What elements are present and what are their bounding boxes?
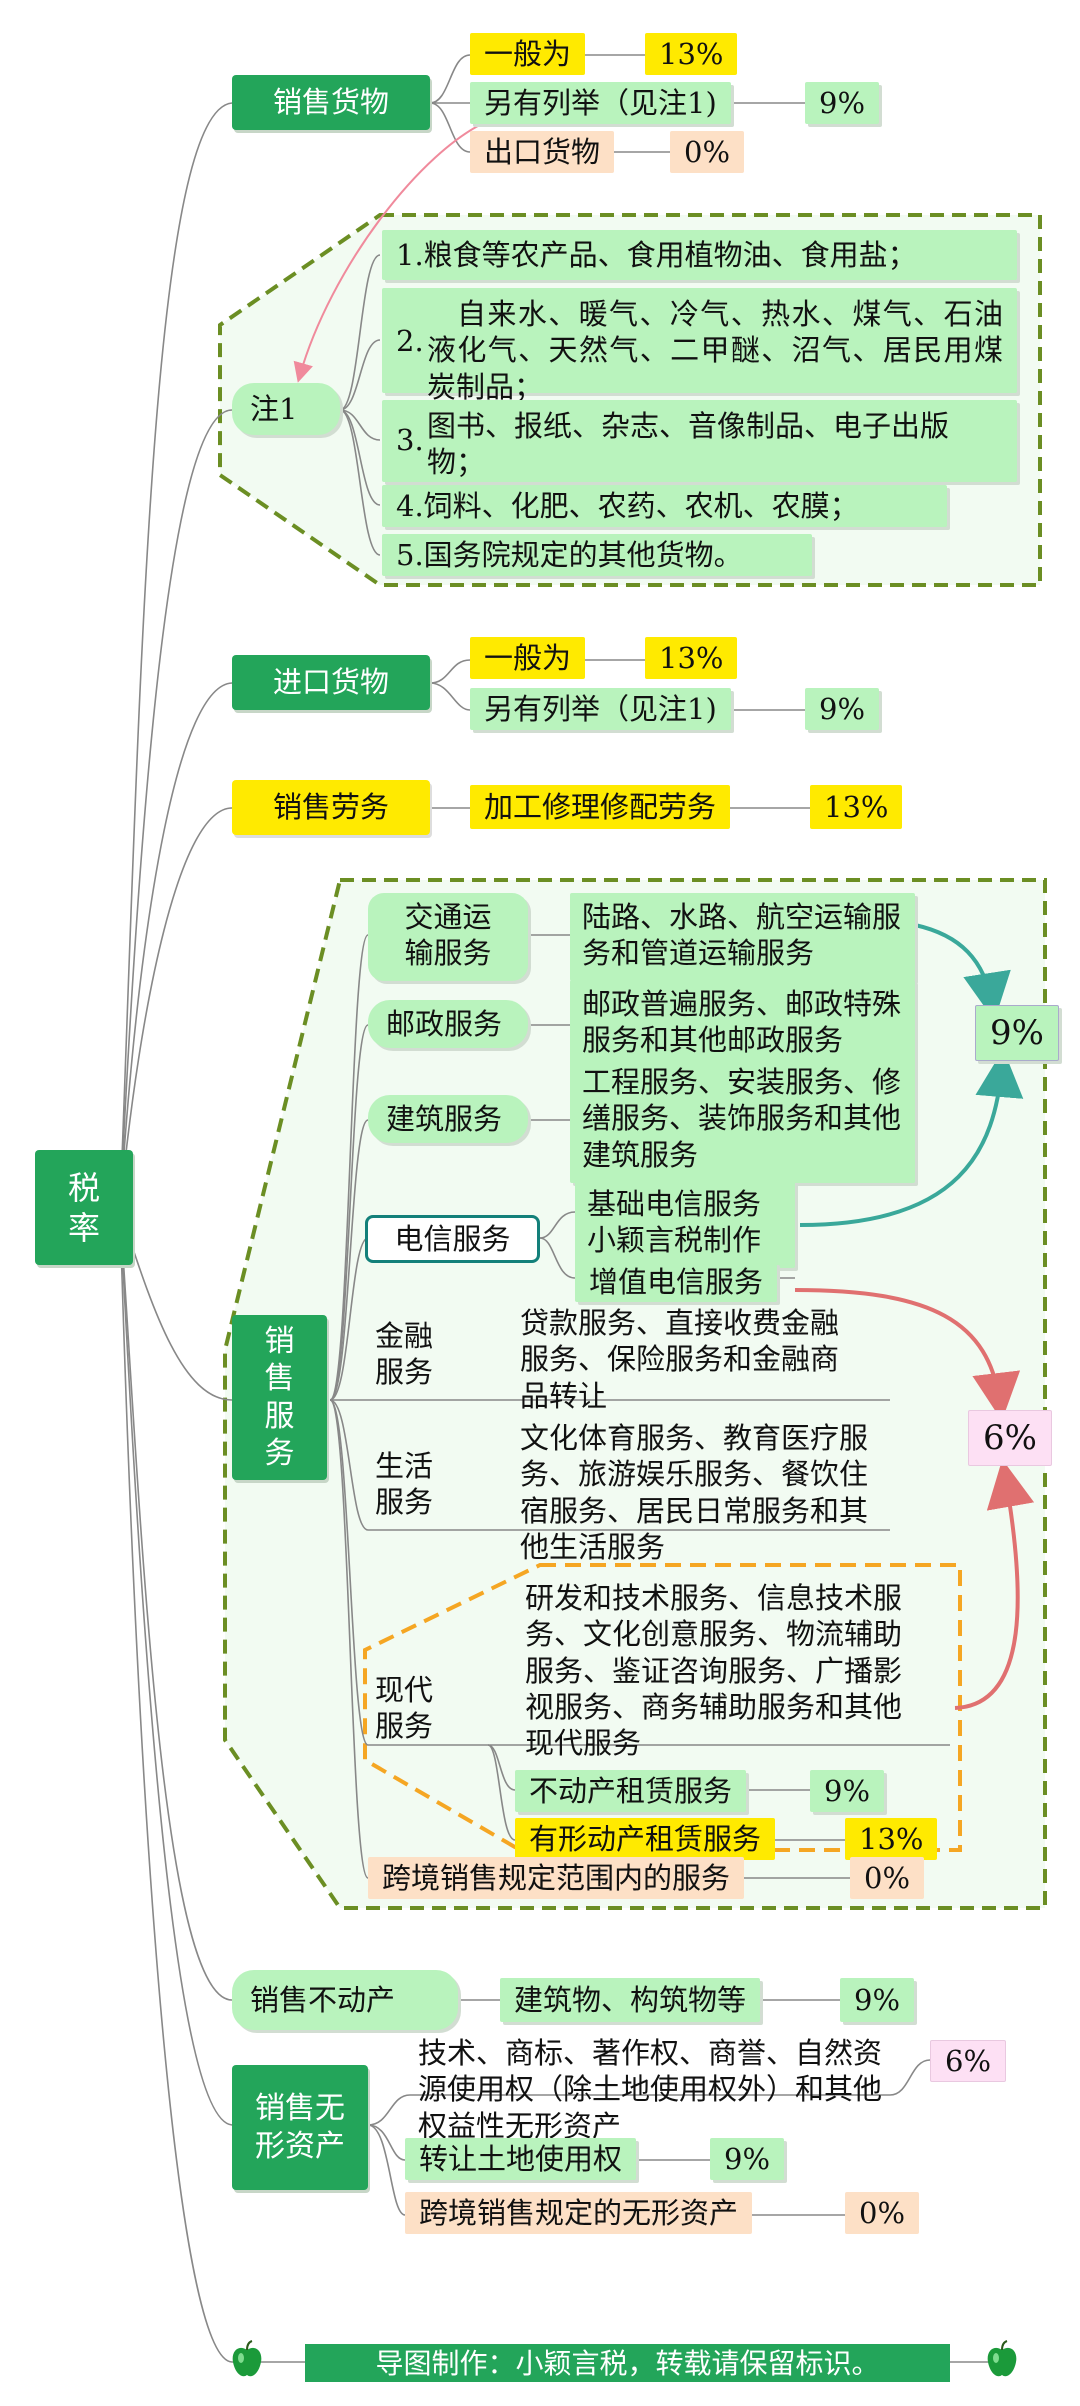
import-goods-general: 一般为: [470, 637, 586, 679]
land-use-rights-rate: 9%: [710, 2138, 785, 2180]
sales-intangible-desc-rate: 6%: [930, 2040, 1007, 2082]
construction-node: 建筑服务: [368, 1095, 528, 1143]
note1-item-2: 2. 自来水、暖气、冷气、热水、煤气、石油液化气、天然气、二甲醚、沼气、居民用煤…: [382, 288, 1017, 404]
sales-realestate-node: 销售不动产: [232, 1970, 458, 2030]
apple-icon: [985, 2340, 1019, 2380]
cross-border-services: 跨境销售规定范围内的服务: [368, 1857, 745, 1899]
sales-goods-node: 销售货物: [232, 75, 430, 130]
cross-border-services-rate: 0%: [850, 1857, 925, 1899]
cross-border-intangible: 跨境销售规定的无形资产: [405, 2192, 753, 2234]
export-goods: 出口货物: [470, 131, 615, 173]
note1-item-3: 3. 图书、报纸、杂志、音像制品、电子出版物；: [382, 400, 1017, 482]
construction-desc: 工程服务、安装服务、修缮服务、装饰服务和其他建筑服务: [570, 1058, 915, 1183]
transport-node: 交通运输服务: [368, 893, 528, 981]
sales-services-node: 销售服务: [232, 1315, 327, 1480]
footer-banner: 导图制作：小颖言税，转载请保留标识。: [305, 2344, 950, 2382]
sales-realestate-item: 建筑物、构筑物等: [500, 1978, 761, 2022]
rate-9-badge: 9%: [975, 1005, 1059, 1061]
note1-item-1: 1.粮食等农产品、食用植物油、食用盐；: [382, 230, 1017, 280]
finance-desc: 贷款服务、直接收费金融服务、保险服务和金融商品转让: [520, 1306, 840, 1413]
telecom-node: 电信服务: [365, 1215, 540, 1263]
life-node: 生活服务: [375, 1449, 434, 1520]
realestate-lease-rate: 9%: [810, 1770, 885, 1812]
note1-node: 注1: [232, 383, 340, 435]
root-node: 税率: [35, 1150, 133, 1265]
rate-6-badge: 6%: [968, 1410, 1052, 1466]
modern-node: 现代服务: [375, 1673, 434, 1744]
postal-desc: 邮政普遍服务、邮政特殊服务和其他邮政服务: [570, 980, 915, 1068]
telecom-basic: 基础电信服务 小颖言税制作: [575, 1180, 795, 1268]
note1-item-4: 4.饲料、化肥、农药、农机、农膜；: [382, 485, 947, 527]
sales-goods-listed: 另有列举（见注1): [470, 82, 731, 124]
modern-desc: 研发和技术服务、信息技术服务、文化创意服务、物流辅助服务、鉴证咨询服务、广播影视…: [525, 1581, 903, 1760]
sales-labor-item: 加工修理修配劳务: [470, 785, 731, 829]
postal-node: 邮政服务: [368, 1000, 528, 1048]
import-goods-listed: 另有列举（见注1): [470, 688, 731, 730]
sales-goods-general: 一般为: [470, 33, 586, 75]
sales-goods-general-rate: 13%: [645, 33, 738, 75]
tangible-lease-rate: 13%: [845, 1818, 938, 1860]
transport-desc: 陆路、水路、航空运输服务和管道运输服务: [570, 893, 915, 981]
cross-border-intangible-rate: 0%: [845, 2192, 920, 2234]
import-goods-node: 进口货物: [232, 655, 430, 710]
sales-intangible-node: 销售无形资产: [232, 2065, 368, 2190]
sales-labor-rate: 13%: [810, 785, 903, 829]
sales-goods-listed-rate: 9%: [805, 82, 880, 124]
import-goods-general-rate: 13%: [645, 637, 738, 679]
telecom-value: 增值电信服务: [575, 1262, 778, 1302]
realestate-lease: 不动产租赁服务: [515, 1770, 747, 1812]
note1-item-5: 5.国务院规定的其他货物。: [382, 534, 812, 576]
export-goods-rate: 0%: [670, 131, 745, 173]
import-goods-listed-rate: 9%: [805, 688, 880, 730]
tangible-lease: 有形动产租赁服务: [515, 1818, 776, 1860]
life-desc: 文化体育服务、教育医疗服务、旅游娱乐服务、餐饮住宿服务、居民日常服务和其他生活服…: [520, 1421, 869, 1564]
sales-realestate-rate: 9%: [840, 1978, 915, 2022]
sales-intangible-desc: 技术、商标、著作权、商誉、自然资源使用权（除土地使用权外）和其他权益性无形资产: [418, 2036, 883, 2143]
sales-labor-node: 销售劳务: [232, 780, 430, 835]
land-use-rights: 转让土地使用权: [405, 2138, 637, 2180]
finance-node: 金融服务: [375, 1319, 434, 1390]
apple-icon: [230, 2340, 264, 2380]
